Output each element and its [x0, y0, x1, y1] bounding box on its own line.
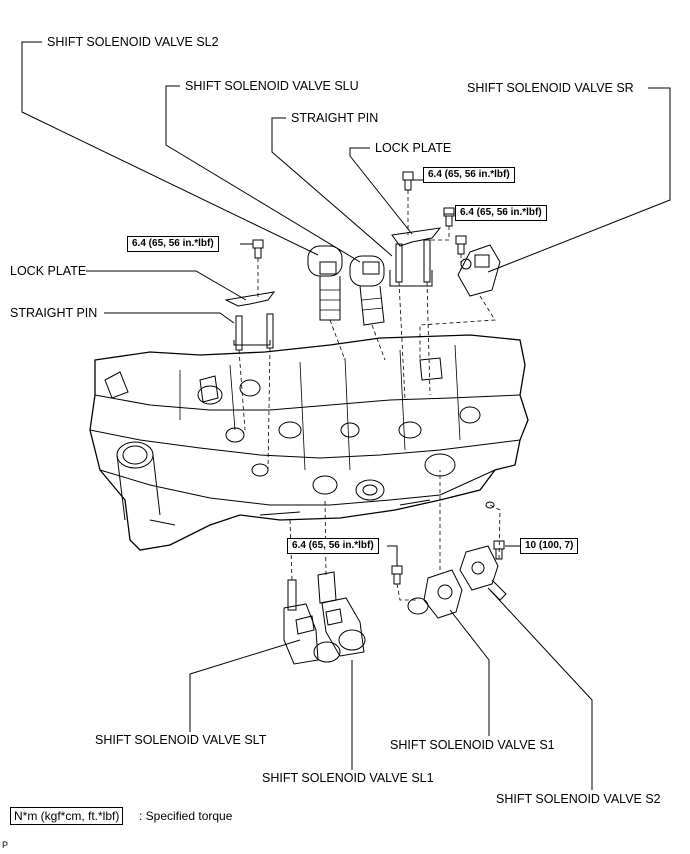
solenoid-slu [349, 255, 385, 326]
solenoid-sl1 [317, 571, 366, 657]
torque-spec-left-lock-plate-bolt: 6.4 (65, 56 in.*lbf) [127, 236, 219, 252]
bolt-icons [252, 171, 505, 585]
torque-spec-s1-bolt: 6.4 (65, 56 in.*lbf) [287, 538, 379, 554]
lock-plate-top-part [391, 227, 442, 283]
torque-spec-s2-bolt: 10 (100, 7) [520, 538, 579, 554]
legend-torque-unit-box: N*m (kgf*cm, ft.*lbf) [10, 807, 124, 825]
label-shift-solenoid-valve-s2: SHIFT SOLENOID VALVE S2 [496, 792, 661, 806]
leader-lines [21, 41, 671, 790]
footer-mark: P [2, 840, 9, 850]
solenoid-sl2 [307, 245, 343, 321]
solenoid-slt [283, 579, 341, 665]
label-shift-solenoid-valve-slu: SHIFT SOLENOID VALVE SLU [185, 79, 359, 93]
torque-spec-top-lock-plate-bolt: 6.4 (65, 56 in.*lbf) [423, 167, 515, 183]
label-shift-solenoid-valve-sl1: SHIFT SOLENOID VALVE SL1 [262, 771, 434, 785]
torque-spec-sr-bolt: 6.4 (65, 56 in.*lbf) [455, 205, 547, 221]
label-shift-solenoid-valve-sl2: SHIFT SOLENOID VALVE SL2 [47, 35, 219, 49]
lock-plate-left-part [224, 291, 276, 351]
label-shift-solenoid-valve-slt: SHIFT SOLENOID VALVE SLT [95, 733, 267, 747]
label-straight-pin-top: STRAIGHT PIN [291, 111, 379, 125]
solenoid-s1 [407, 569, 463, 619]
label-shift-solenoid-valve-s1: SHIFT SOLENOID VALVE S1 [390, 738, 555, 752]
valve-body [89, 334, 529, 551]
label-lock-plate-top: LOCK PLATE [375, 141, 452, 155]
label-lock-plate-left: LOCK PLATE [10, 264, 87, 278]
label-shift-solenoid-valve-sr: SHIFT SOLENOID VALVE SR [467, 81, 634, 95]
legend-description: : Specified torque [139, 809, 233, 823]
label-straight-pin-left: STRAIGHT PIN [10, 306, 98, 320]
alignment-lines [238, 190, 501, 601]
solenoid-s2 [459, 545, 507, 601]
